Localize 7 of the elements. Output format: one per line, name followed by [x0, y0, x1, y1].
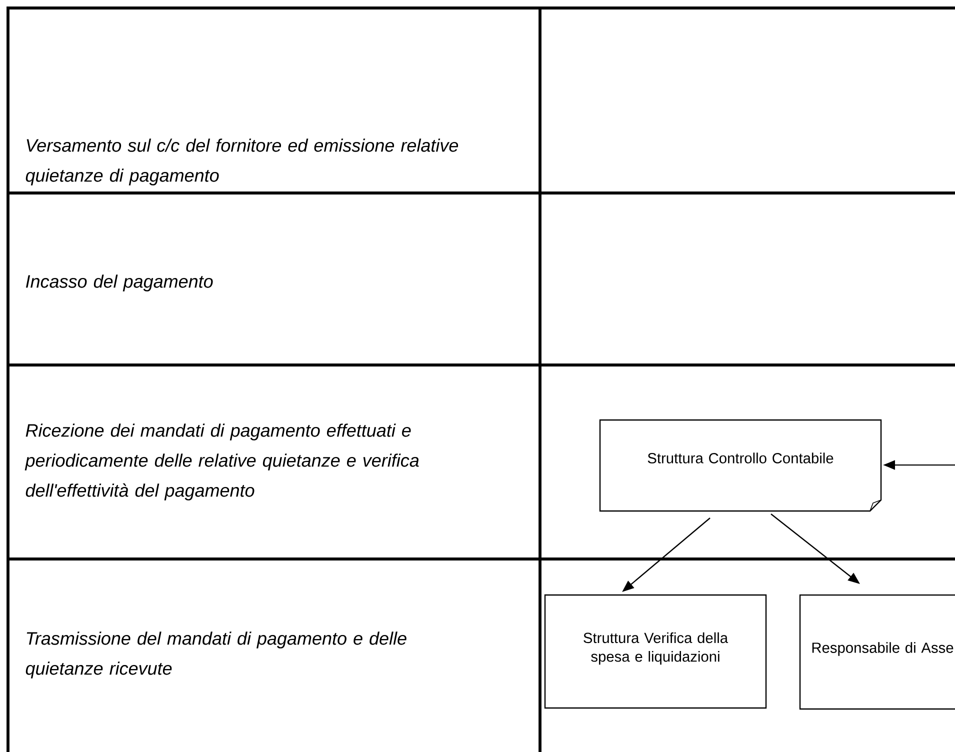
row-label: Versamento sul c/c del fornitore ed emissione relative quietanze di pagamento	[26, 138, 458, 186]
process-box: Struttura Controllo Contabile	[599, 419, 882, 512]
row-label: Ricezione dei mandati di pagamento effettuati e periodicamente delle relative quietanze e verifica dell'effettività del pagamento	[24, 424, 419, 500]
row-label: Incasso del pagamento	[26, 274, 213, 292]
row-label: Trasmissione del mandati di pagamento e delle quietanze ricevute	[26, 632, 406, 678]
process-box: Struttura Verifica della spesa e liquidazioni	[544, 594, 767, 709]
process-box: Responsabile di Asse	[799, 594, 955, 710]
